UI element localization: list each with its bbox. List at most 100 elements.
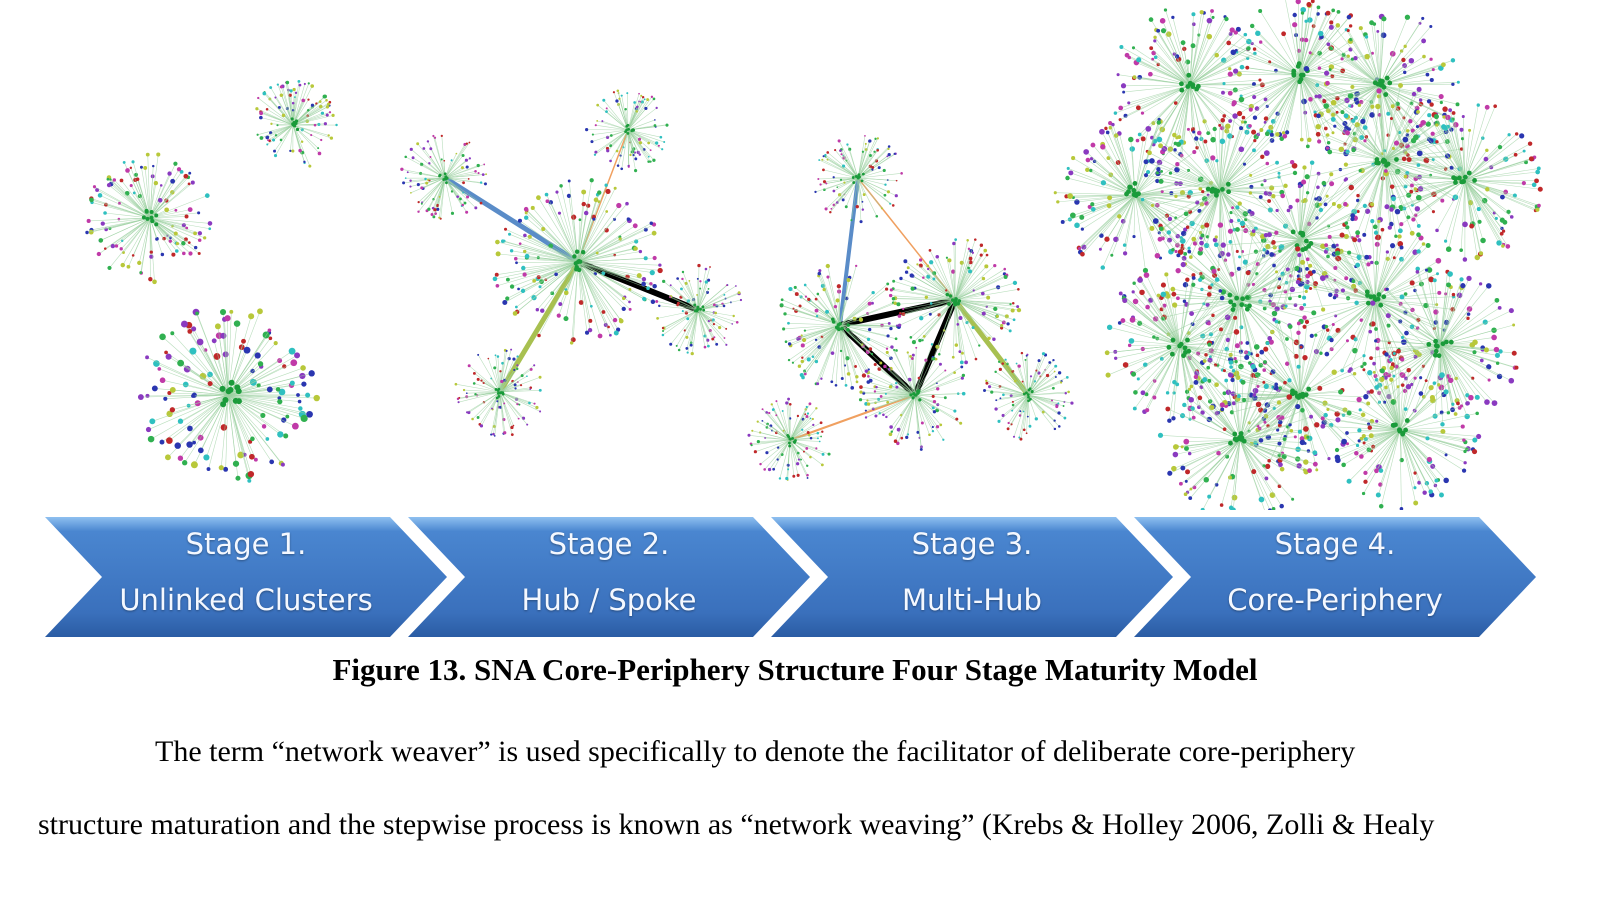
network-node	[1119, 44, 1124, 49]
network-edge	[279, 107, 294, 126]
network-node	[1158, 143, 1163, 149]
network-node	[1300, 259, 1306, 265]
network-edge	[444, 177, 468, 198]
network-node	[472, 371, 476, 375]
hub-node	[144, 208, 149, 213]
network-node	[545, 199, 550, 204]
network-node	[467, 364, 471, 368]
network-edge	[1253, 239, 1301, 285]
network-edge	[577, 261, 622, 322]
network-node	[866, 380, 871, 384]
network-edge	[857, 138, 876, 179]
network-node	[1017, 287, 1020, 291]
network-node	[516, 355, 519, 358]
network-node	[277, 399, 283, 405]
network-edge	[227, 394, 310, 415]
hub-node	[576, 259, 582, 264]
network-node	[1513, 152, 1518, 157]
network-node	[426, 140, 430, 143]
network-edge	[1377, 106, 1386, 161]
network-edge	[188, 325, 229, 396]
network-node	[903, 259, 908, 264]
network-node	[504, 227, 508, 231]
network-edge	[455, 383, 501, 393]
network-node	[814, 297, 818, 301]
network-node	[832, 203, 836, 207]
network-node	[1222, 114, 1227, 118]
network-edge	[697, 309, 727, 346]
network-node	[868, 327, 872, 332]
network-node	[992, 337, 996, 341]
network-edge	[1134, 194, 1164, 239]
network-edge	[874, 391, 916, 396]
network-edge	[1194, 189, 1221, 244]
network-edge	[86, 217, 151, 233]
network-edge	[189, 331, 229, 396]
network-edge	[1379, 17, 1408, 86]
network-edge	[857, 177, 897, 181]
hub-node	[1456, 175, 1462, 181]
network-node	[1406, 192, 1412, 198]
network-node	[538, 388, 542, 392]
network-node	[858, 398, 863, 402]
network-node	[943, 396, 947, 400]
network-node	[1176, 253, 1181, 258]
network-node	[781, 410, 784, 412]
network-edge	[681, 288, 699, 311]
network-node	[864, 416, 868, 419]
network-edge	[697, 292, 740, 311]
network-edge	[444, 170, 476, 179]
network-edge	[1152, 189, 1221, 206]
network-edge	[577, 261, 644, 285]
network-edge	[192, 394, 229, 397]
network-node	[167, 391, 172, 396]
network-node	[1531, 182, 1537, 188]
network-node	[978, 344, 981, 347]
hub-node	[788, 441, 791, 445]
network-node	[1505, 244, 1511, 249]
network-node	[1394, 208, 1401, 215]
network-node	[650, 299, 656, 305]
network-edge	[839, 324, 865, 376]
network-node	[1362, 203, 1367, 208]
network-node	[208, 227, 212, 231]
hub-node	[145, 216, 150, 221]
network-edge	[789, 439, 799, 454]
network-node	[593, 153, 597, 156]
network-node	[267, 328, 272, 333]
network-edge	[1419, 153, 1466, 181]
network-node	[300, 140, 304, 143]
network-node	[1280, 193, 1286, 199]
network-node	[800, 458, 802, 461]
network-node	[1239, 64, 1245, 70]
network-node	[521, 416, 526, 420]
network-node	[1255, 30, 1261, 37]
network-edge	[1299, 74, 1348, 118]
network-node	[1153, 35, 1157, 40]
network-node	[259, 111, 264, 116]
network-node	[162, 236, 166, 241]
network-node	[1427, 113, 1432, 118]
network-node	[320, 138, 323, 142]
network-node	[972, 289, 975, 292]
network-node	[800, 343, 805, 348]
network-node	[1317, 94, 1322, 99]
network-node	[797, 364, 802, 368]
network-edge	[497, 241, 579, 263]
hub-node	[499, 391, 503, 394]
network-node	[806, 473, 809, 477]
network-node	[817, 345, 822, 350]
network-node	[145, 355, 149, 360]
network-node	[524, 215, 529, 220]
network-edge	[1328, 44, 1381, 86]
network-node	[538, 285, 542, 289]
network-edge	[577, 219, 581, 263]
network-node	[928, 312, 932, 316]
network-edge	[577, 212, 587, 263]
network-node	[1242, 259, 1249, 265]
network-edge	[1189, 84, 1233, 137]
network-node	[926, 264, 930, 268]
network-edge	[102, 217, 151, 224]
network-edge	[1239, 299, 1305, 306]
network-edge	[1092, 194, 1136, 205]
